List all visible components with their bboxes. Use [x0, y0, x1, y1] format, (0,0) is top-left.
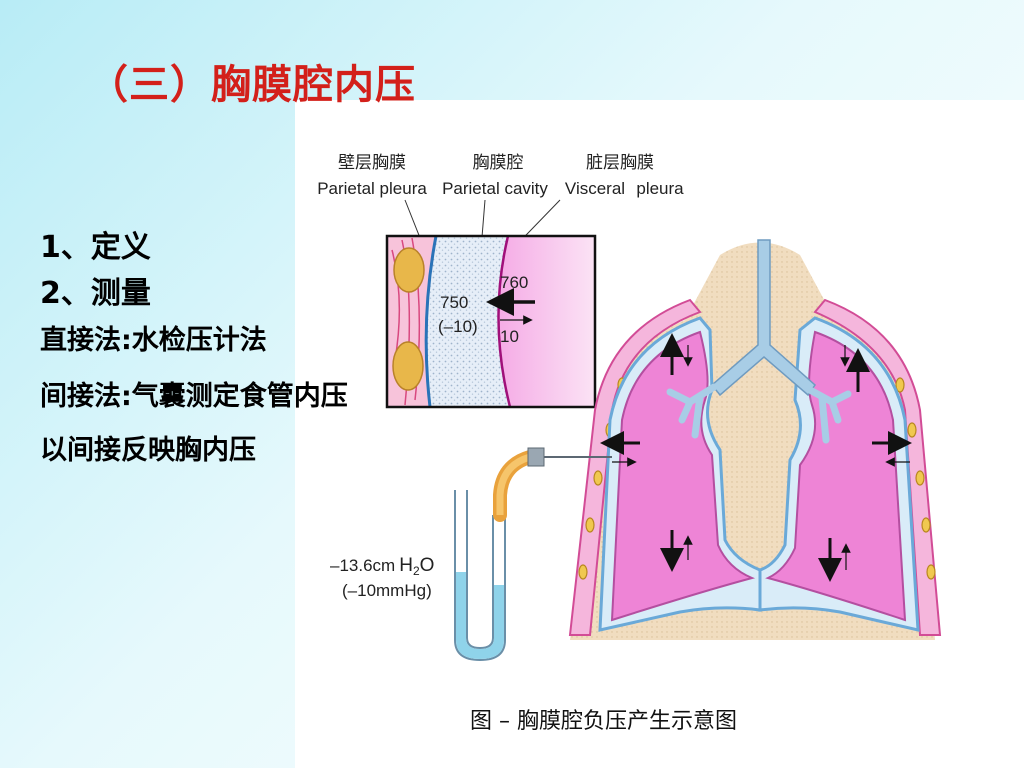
item-measurement: 2、测量 [40, 276, 151, 311]
thorax [568, 239, 942, 640]
value-minus10: (–10) [438, 317, 478, 336]
label-visceral-en: Visceral [565, 179, 625, 198]
value-760: 760 [500, 273, 528, 292]
method-indirect: 间接法:气囊测定食管内压以间接反映胸内压 [40, 381, 348, 466]
value-750: 750 [440, 293, 468, 312]
label-visceral-en2: pleura [636, 179, 684, 198]
inset-magnified: 760 750 (–10) 10 [385, 234, 597, 409]
value-10: 10 [500, 327, 519, 346]
figure-caption: 图 – 胸膜腔负压产生示意图 [470, 709, 737, 734]
label-mmhg: (–10mmHg) [342, 581, 432, 600]
label-visceral-cn: 脏层胸膜 [586, 153, 654, 172]
label-parietal-cn: 壁层胸膜 [338, 153, 406, 172]
item-definition: 1、定义 [40, 230, 151, 265]
label-cavity-cn: 胸膜腔 [473, 153, 524, 172]
water-manometer [454, 447, 612, 662]
page-title: （三）胸膜腔内压 [88, 62, 416, 108]
method-direct: 直接法:水检压计法 [40, 325, 267, 356]
label-parietal-en: Parietal pleura [317, 179, 427, 198]
label-cavity-en: Parietal cavity [442, 179, 548, 198]
